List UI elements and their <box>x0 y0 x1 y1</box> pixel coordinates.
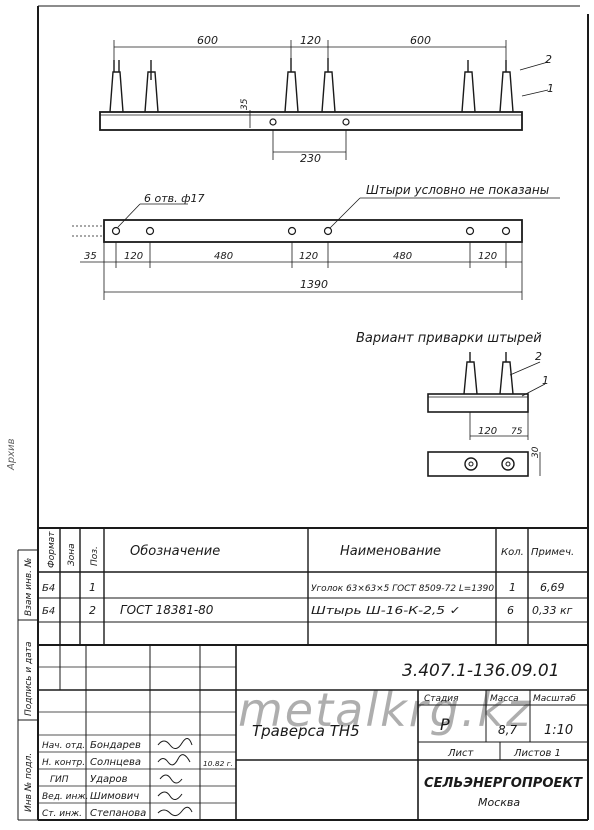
dim-plan-35: 35 <box>84 251 97 262</box>
dim-weld-120: 120 <box>478 426 497 437</box>
spec-cell-pos: 1 <box>89 581 96 594</box>
welding-variant-title: Вариант приварки штырей <box>356 331 542 346</box>
callout-2-weld: 2 <box>535 350 542 363</box>
nut-icon <box>501 457 515 471</box>
scale-label: Масштаб <box>533 694 576 704</box>
spec-header-designation: Обозначение <box>130 544 220 559</box>
hole-icon <box>111 226 511 236</box>
table-row: Б4 2 ГОСТ 18381-80 Штырь Ш-16-К-2,5 ✓ 6 … <box>42 603 573 617</box>
signature-name: Шимович <box>90 791 139 802</box>
pins-note: Штыри условно не показаны <box>366 183 549 197</box>
signature-name: Бондарев <box>90 740 141 751</box>
dim-weld-30: 30 <box>531 446 541 458</box>
signature-name: Ударов <box>90 774 128 785</box>
signature-role: Н. контр. <box>42 758 85 768</box>
spec-cell-qty: 1 <box>509 581 516 594</box>
dim-plan-480-b: 480 <box>393 251 412 262</box>
scale-value: 1:10 <box>544 723 573 738</box>
dim-35-top: 35 <box>240 98 250 110</box>
callout-1-top: 1 <box>547 82 554 95</box>
dim-600-right: 600 <box>410 34 431 47</box>
dim-230: 230 <box>300 152 321 165</box>
signature-role: Нач. отд. <box>42 741 85 751</box>
pin-icon <box>463 352 514 395</box>
mass-label: Масса <box>490 694 519 704</box>
spec-header-name: Наименование <box>340 544 441 559</box>
plan-view <box>72 197 560 300</box>
signature-name: Степанова <box>90 808 146 819</box>
dim-plan-120-b: 120 <box>299 251 318 262</box>
sheets-label: Листов 1 <box>513 748 561 759</box>
org-name: СЕЛЬЭНЕРГОПРОЕКТ <box>424 776 583 791</box>
stamp-label-sign: Подпись и дата <box>24 641 34 716</box>
title-block-grid <box>38 645 588 820</box>
pin-icon <box>109 58 514 113</box>
spec-cell-format: Б4 <box>42 583 55 594</box>
mass-value: 8,7 <box>498 723 517 737</box>
org-city: Москва <box>478 796 520 809</box>
stamp-label-vzam: Взам инв. № <box>24 558 34 616</box>
sheet-frame <box>17 5 589 821</box>
signature-scribbles <box>157 738 193 817</box>
signature-role: ГИП <box>50 775 69 785</box>
stage-label: Стадия <box>424 694 459 704</box>
doc-date: 10.82 г. <box>203 760 233 768</box>
callout-1-weld: 1 <box>542 374 549 387</box>
doc-number: 3.407.1-136.09.01 <box>402 661 560 681</box>
signature-role: Вед. инж. <box>42 792 88 802</box>
dim-plan-480-a: 480 <box>214 251 233 262</box>
spec-cell-name: Уголок 63×63×5 ГОСТ 8509-72 L=1390 <box>311 584 494 594</box>
dim-1390: 1390 <box>300 278 328 291</box>
signature-role: Ст. инж. <box>42 809 82 819</box>
watermark: metalkrg.kz <box>238 683 532 737</box>
dim-600-left: 600 <box>197 34 218 47</box>
sheet-label: Лист <box>447 748 475 759</box>
holes-note: 6 отв. ф17 <box>144 192 205 205</box>
dim-120-top: 120 <box>300 34 321 47</box>
spec-cell-pos: 2 <box>89 604 96 617</box>
spec-header-qty: Кол. <box>501 547 524 558</box>
dim-weld-75: 75 <box>511 427 523 437</box>
spec-cell-name: Штырь Ш-16-К-2,5 ✓ <box>311 604 461 617</box>
part-name: Траверса ТН5 <box>252 722 360 740</box>
spec-header-note: Примеч. <box>531 547 574 558</box>
callout-2-top: 2 <box>545 53 552 66</box>
welding-detail <box>427 352 546 477</box>
spec-cell-qty: 6 <box>507 604 514 617</box>
spec-header-pos: Поз. <box>90 546 100 566</box>
stage-value: Р <box>440 715 450 734</box>
spec-cell-note: 0,33 кг <box>532 604 573 617</box>
spec-header-format: Формат <box>47 531 57 568</box>
spec-table-grid <box>38 527 588 646</box>
top-view <box>99 40 549 160</box>
spec-header-zone: Зона <box>67 543 77 566</box>
table-row: Б4 1 Уголок 63×63×5 ГОСТ 8509-72 L=1390 … <box>42 581 565 594</box>
signature-rows: Нач. отд. Бондарев Н. контр. Солнцева ГИ… <box>42 740 146 819</box>
nut-icon <box>464 457 478 471</box>
dim-plan-120-c: 120 <box>478 251 497 262</box>
spec-cell-note: 6,69 <box>540 581 565 594</box>
dim-plan-120-a: 120 <box>124 251 143 262</box>
signature-name: Солнцева <box>90 757 141 768</box>
stamp-label-inv: Инв № подл. <box>24 753 34 812</box>
spec-cell-format: Б4 <box>42 606 55 617</box>
spec-cell-designation: ГОСТ 18381-80 <box>120 603 214 617</box>
margin-note: Архив <box>6 438 17 471</box>
